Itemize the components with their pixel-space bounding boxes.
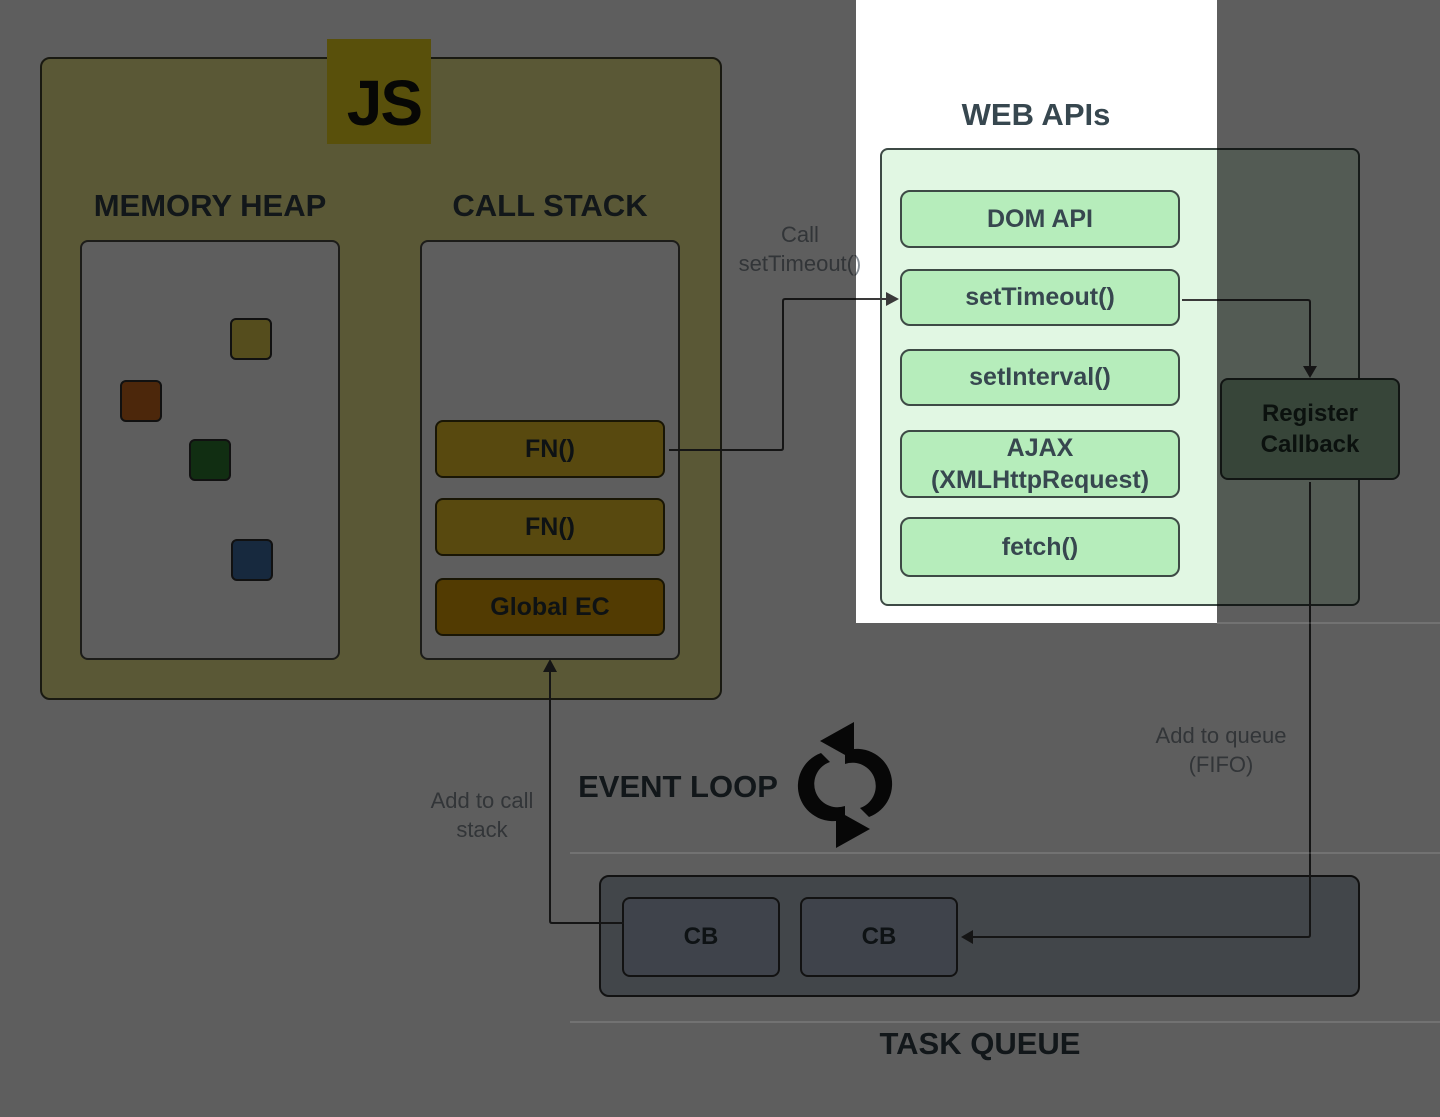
event-loop-title: EVENT LOOP — [578, 769, 778, 804]
label-line: Call — [781, 222, 819, 247]
label-call-settimeout: Call setTimeout() — [715, 221, 885, 278]
api-box-dom-api: DOM API — [900, 190, 1180, 248]
label-line: stack — [456, 816, 508, 842]
heap-block-orange — [120, 380, 162, 422]
stack-frame-global-ec: Global EC — [435, 578, 665, 636]
callback-box-1: CB — [622, 897, 780, 977]
label-line: (FIFO) — [1188, 751, 1254, 777]
section-divider — [570, 852, 1440, 854]
section-divider — [1217, 622, 1440, 624]
stack-frame-fn-1: FN() — [435, 420, 665, 478]
label-add-to-queue: Add to queue (FIFO) — [1121, 722, 1321, 779]
stack-frame-fn-2: FN() — [435, 498, 665, 556]
label-line: Add to call — [430, 788, 534, 813]
event-loop-cycle-icon — [797, 722, 893, 848]
api-box-ajax: AJAX (XMLHttpRequest) — [900, 430, 1180, 498]
memory-heap-title: MEMORY HEAP — [93, 188, 327, 223]
call-stack-title: CALL STACK — [452, 188, 648, 223]
js-logo: JS — [327, 39, 431, 144]
task-queue-title: TASK QUEUE — [879, 1026, 1081, 1061]
section-divider — [570, 1021, 1440, 1023]
label-add-to-call-stack: Add to call stack — [398, 787, 566, 844]
heap-block-yellow — [230, 318, 272, 360]
api-box-settimeout: setTimeout() — [900, 269, 1180, 326]
label-line: setTimeout() — [738, 250, 862, 276]
label-line: Add to queue — [1155, 723, 1287, 748]
heap-block-blue — [231, 539, 273, 581]
api-box-fetch: fetch() — [900, 517, 1180, 577]
web-apis-title: WEB APIs — [961, 97, 1111, 132]
api-box-setinterval: setInterval() — [900, 349, 1180, 406]
heap-block-green — [189, 439, 231, 481]
callback-box-2: CB — [800, 897, 958, 977]
register-callback-box: Register Callback — [1220, 378, 1400, 480]
